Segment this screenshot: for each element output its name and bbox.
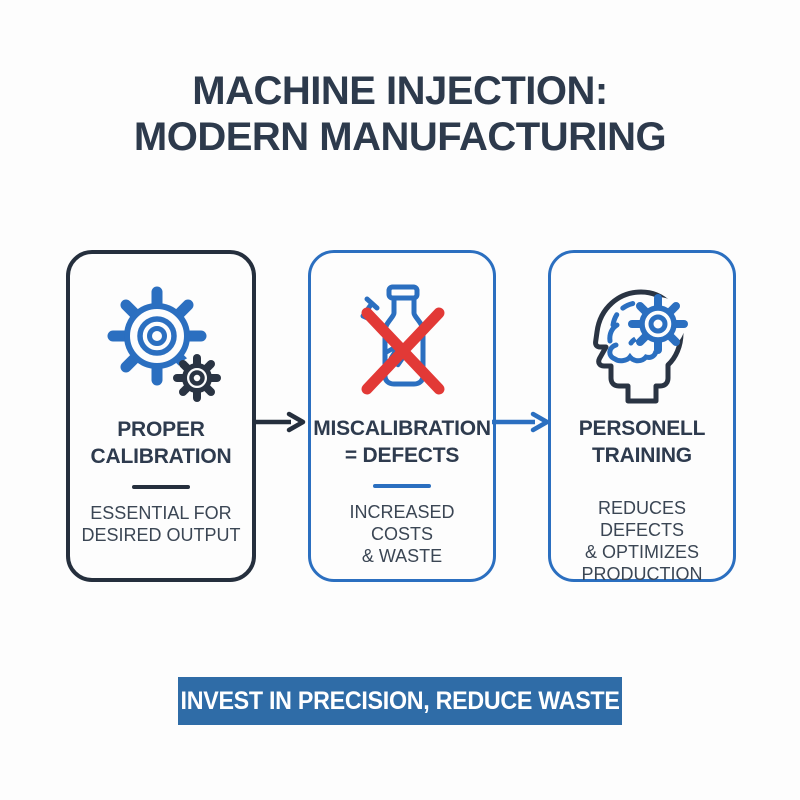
card-proper-calibration: PROPER CALIBRATION ESSENTIAL FOR DESIRED… <box>66 250 256 582</box>
card-subtitle: INCREASED COSTS & WASTE <box>349 502 455 566</box>
card-subtitle: REDUCES DEFECTS & OPTIMIZES PRODUCTION <box>581 498 703 584</box>
defective-bottle-icon <box>360 284 445 395</box>
head-gear-icon <box>593 289 688 404</box>
arrow-right-icon <box>252 411 306 433</box>
gears-icon <box>107 286 221 402</box>
card-miscalibration-defects: MISCALIBRATION = DEFECTS INCREASED COSTS… <box>308 250 496 582</box>
page-title: MACHINE INJECTION: MODERN MANUFACTURING <box>133 69 667 159</box>
card-title: MISCALIBRATION = DEFECTS <box>313 417 491 467</box>
card-divider <box>132 485 190 489</box>
card-personell-training: PERSONELL TRAINING REDUCES DEFECTS & OPT… <box>548 250 736 584</box>
cta-banner-label: INVEST IN PRECISION, REDUCE WASTE <box>180 686 620 715</box>
arrow-right-icon <box>492 411 550 433</box>
card-title: PERSONELL TRAINING <box>578 417 706 467</box>
card-divider <box>373 484 431 488</box>
card-title: PROPER CALIBRATION <box>90 418 232 468</box>
cta-banner: INVEST IN PRECISION, REDUCE WASTE <box>178 677 622 725</box>
card-subtitle: ESSENTIAL FOR DESIRED OUTPUT <box>81 503 241 545</box>
